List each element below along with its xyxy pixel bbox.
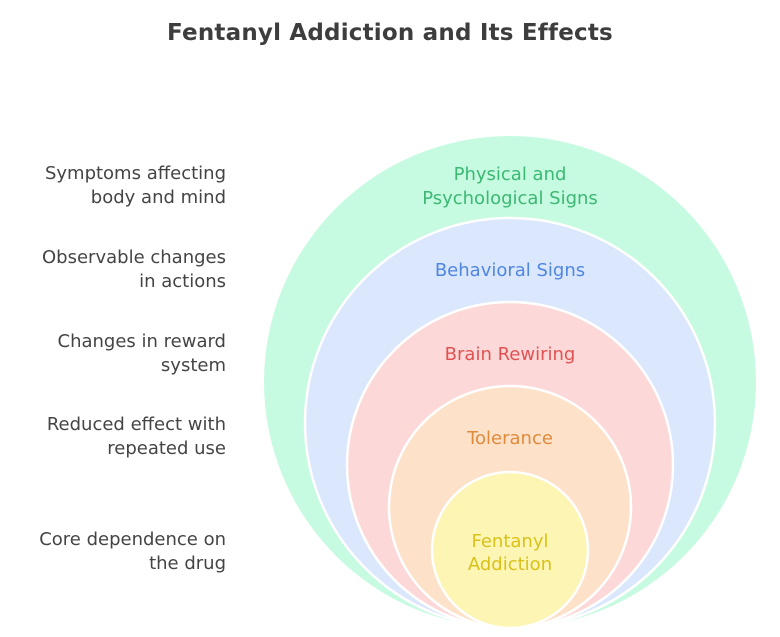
description-line: repeated use bbox=[107, 438, 226, 459]
ring-label-brain-rewiring: Brain Rewiring bbox=[445, 344, 576, 365]
ring-label-fentanyl-addiction: Fentanyl bbox=[471, 531, 548, 552]
ring-label-behavioral-signs: Behavioral Signs bbox=[435, 260, 585, 281]
description-line: the drug bbox=[149, 553, 226, 574]
description-line: Changes in reward bbox=[57, 331, 227, 352]
description-behavioral-signs: Observable changes in actions bbox=[6, 246, 226, 294]
ring-label-physical-psychological-signs: Physical and bbox=[454, 164, 567, 185]
description-tolerance: Reduced effect with repeated use bbox=[6, 413, 226, 461]
description-line: Core dependence on bbox=[39, 529, 226, 550]
description-physical-psychological-signs: Symptoms affecting body and mind bbox=[6, 162, 226, 210]
description-line: in actions bbox=[139, 271, 226, 292]
diagram-title: Fentanyl Addiction and Its Effects bbox=[167, 20, 613, 46]
description-fentanyl-addiction: Core dependence on the drug bbox=[6, 528, 226, 576]
ring-label-physical-psychological-signs: Psychological Signs bbox=[422, 188, 598, 209]
description-brain-rewiring: Changes in reward system bbox=[6, 330, 227, 378]
description-line: Symptoms affecting bbox=[44, 163, 226, 184]
description-line: system bbox=[160, 355, 226, 376]
description-line: body and mind bbox=[90, 187, 226, 208]
ring-label-fentanyl-addiction: Addiction bbox=[468, 554, 552, 575]
ring-fentanyl-addiction bbox=[430, 470, 590, 630]
description-line: Observable changes bbox=[42, 247, 226, 268]
description-line: Reduced effect with bbox=[46, 414, 226, 435]
ring-label-tolerance: Tolerance bbox=[466, 428, 553, 449]
